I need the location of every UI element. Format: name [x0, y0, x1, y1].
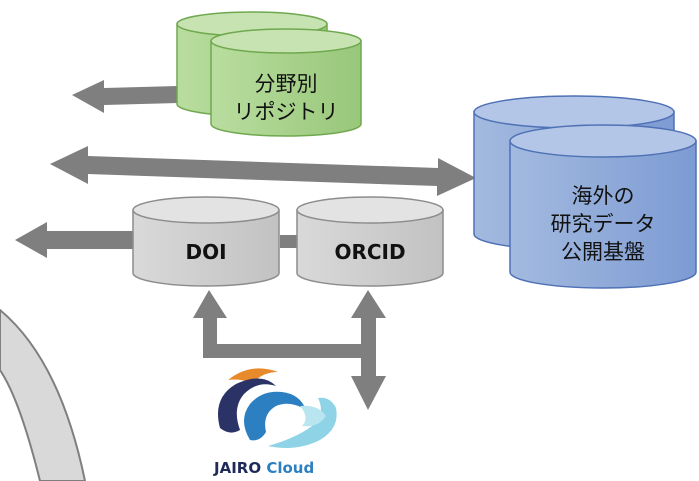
- arrow-updown-orcid: [351, 290, 386, 410]
- overseas-platform-label: 海外の 研究データ 公開基盤: [528, 182, 678, 266]
- jairo-cloud-wordmark: JAIRO Cloud: [214, 459, 314, 477]
- overseas-label-line1: 海外の: [571, 184, 635, 208]
- doi-cylinder: [132, 196, 280, 287]
- jairo-cloud-logo-icon: [218, 368, 337, 448]
- logo-word-cloud: Cloud: [266, 459, 315, 477]
- arrows: [15, 80, 476, 410]
- connector-doi-orcid: [280, 235, 300, 248]
- arrow-doi-left: [15, 222, 136, 258]
- overseas-platform-cylinder: [473, 95, 697, 289]
- domain-repo-cylinder: [176, 11, 362, 137]
- orcid-label: ORCID: [334, 240, 406, 264]
- overseas-label-line2: 研究データ: [550, 212, 656, 236]
- background-arc: [0, 308, 87, 481]
- orcid-cylinder: [296, 196, 444, 287]
- arrow-up-doi: [193, 290, 368, 358]
- overseas-label-line3: 公開基盤: [561, 240, 645, 264]
- logo-word-jairo: JAIRO: [214, 459, 262, 477]
- domain-repo-label: 分野別 リポジトリ: [226, 70, 346, 126]
- domain-repo-label-line2: リポジトリ: [233, 100, 339, 124]
- arrow-double-horizontal: [50, 146, 476, 196]
- arrow-repo-left: [72, 80, 178, 113]
- domain-repo-label-line1: 分野別: [254, 72, 318, 96]
- doi-label: DOI: [185, 240, 227, 264]
